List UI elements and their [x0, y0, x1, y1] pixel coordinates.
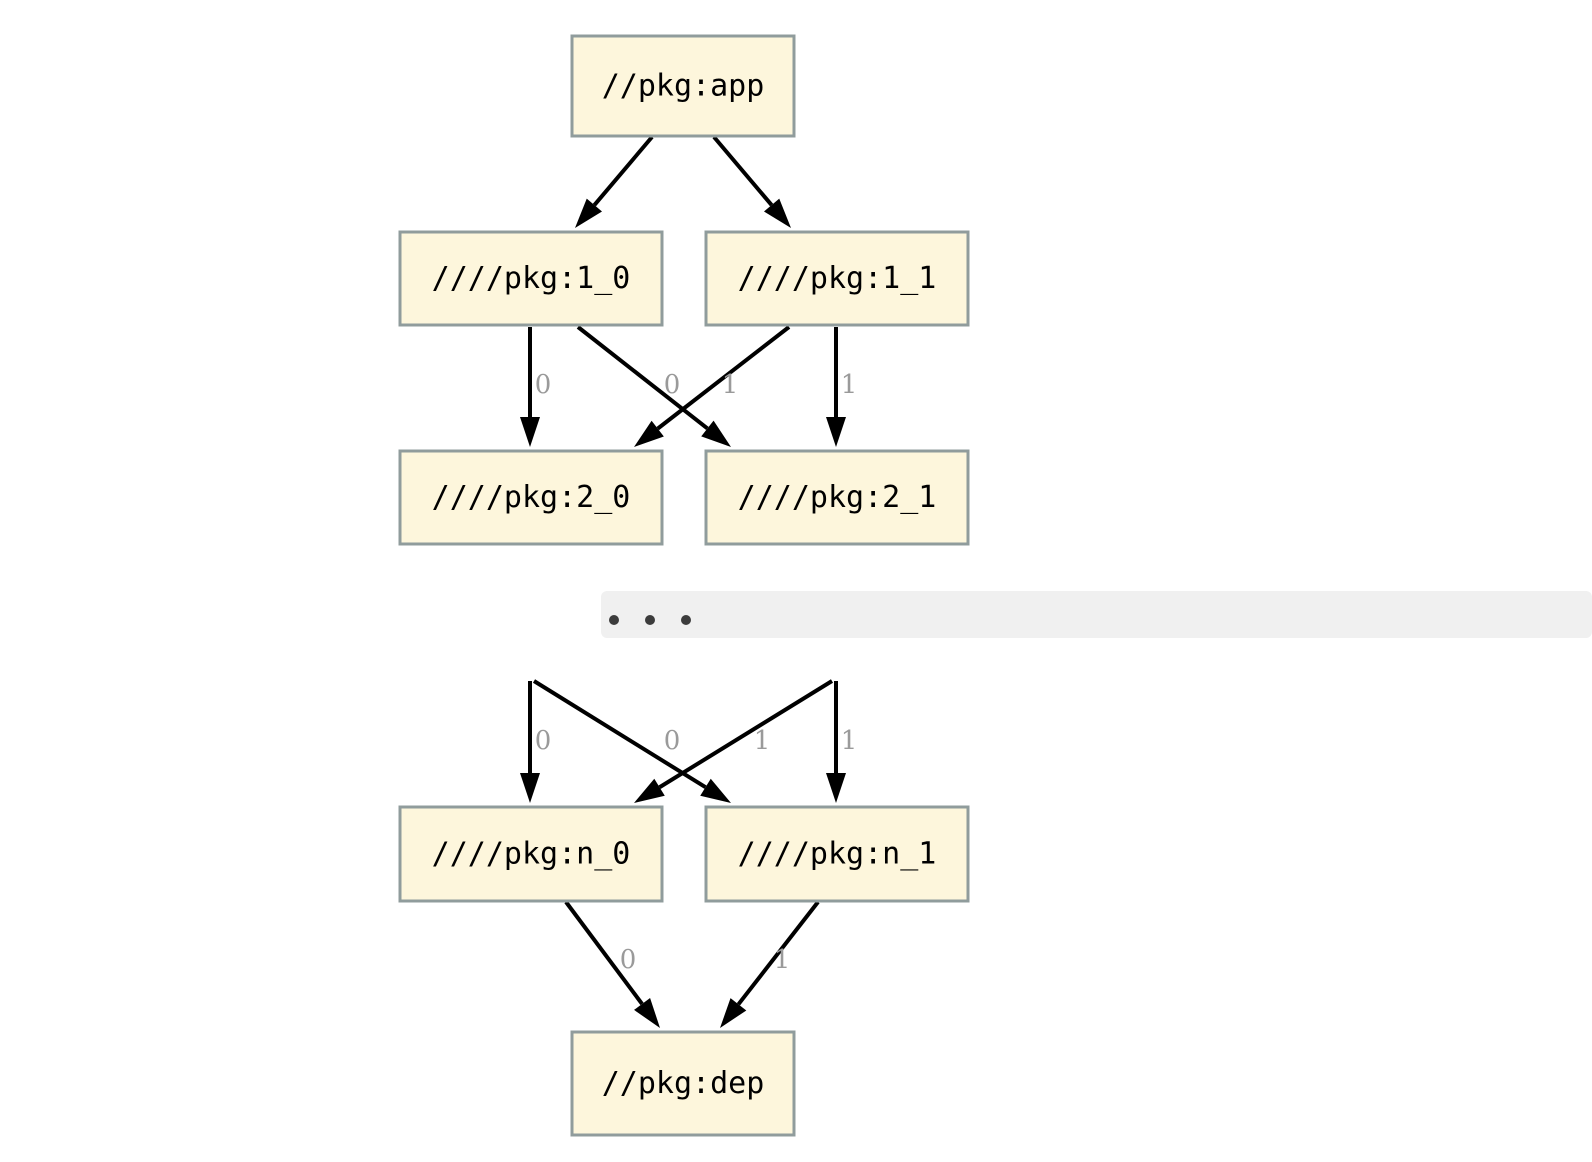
edge-label: 1	[754, 726, 771, 756]
node-box[interactable]	[398, 230, 664, 327]
node-box[interactable]	[704, 805, 970, 903]
edge-shaft	[532, 679, 707, 789]
edge-arrowhead	[826, 773, 846, 803]
node-label: ////pkg:1_0	[432, 261, 631, 296]
node-label: ////pkg:n_1	[738, 837, 937, 872]
node-label: ////pkg:2_0	[432, 480, 631, 515]
graph-edge: 1	[634, 325, 791, 447]
edge-label: 0	[535, 370, 552, 400]
edge-arrowhead	[634, 997, 660, 1028]
truncation-indicator	[601, 591, 1592, 638]
edge-label: 0	[535, 726, 552, 756]
graph-node-l1_1[interactable]: ////pkg:1_1	[704, 230, 970, 327]
edge-shaft	[736, 900, 820, 1006]
graph-edge: 0	[576, 325, 731, 447]
node-label: //pkg:dep	[602, 1066, 765, 1101]
ellipsis-band-layer	[601, 591, 1592, 638]
node-box[interactable]	[570, 34, 796, 138]
graph-edge: 1	[826, 681, 857, 803]
ellipsis-dot	[645, 615, 655, 625]
graph-node-l2_1[interactable]: ////pkg:2_1	[704, 449, 970, 546]
edge-label: 0	[664, 370, 681, 400]
edge-shaft	[564, 900, 644, 1006]
edge-label: 1	[841, 370, 858, 400]
node-box[interactable]	[570, 1030, 796, 1137]
graph-edge: 1	[720, 900, 820, 1028]
edge-arrowhead	[634, 778, 665, 803]
graph-edge	[712, 135, 791, 228]
graph-edge: 0	[520, 681, 551, 803]
edge-shaft	[712, 135, 774, 207]
node-box[interactable]	[704, 230, 970, 327]
edge-arrowhead	[634, 420, 664, 447]
graph-node-n_1[interactable]: ////pkg:n_1	[704, 805, 970, 903]
edges-layer: 0 0 1 1 0 0 1 1 0 1	[520, 135, 857, 1028]
graph-edge: 1	[826, 327, 857, 447]
edge-shaft	[592, 135, 654, 207]
edge-label: 1	[841, 726, 858, 756]
edge-arrowhead	[701, 420, 731, 447]
edge-label: 1	[774, 945, 791, 975]
graph-node-n_0[interactable]: ////pkg:n_0	[398, 805, 664, 903]
graph-edge: 0	[564, 900, 660, 1028]
node-label: ////pkg:2_1	[738, 480, 937, 515]
edge-arrowhead	[826, 417, 846, 447]
node-box[interactable]	[398, 449, 664, 546]
node-label: ////pkg:1_1	[738, 261, 937, 296]
graph-node-app[interactable]: //pkg:app	[570, 34, 796, 138]
edge-arrowhead	[763, 198, 791, 228]
graph-edge	[575, 135, 654, 228]
graph-node-dep[interactable]: //pkg:dep	[570, 1030, 796, 1137]
edge-label: 0	[664, 726, 681, 756]
edge-arrowhead	[700, 778, 731, 803]
node-box[interactable]	[398, 805, 664, 903]
edge-arrowhead	[520, 417, 540, 447]
graph-edge: 1	[634, 679, 834, 803]
node-box[interactable]	[704, 449, 970, 546]
edge-shaft	[658, 679, 834, 789]
edge-shaft	[576, 325, 709, 431]
ellipsis-band-background	[601, 591, 1592, 638]
edge-label: 1	[722, 370, 739, 400]
ellipsis-dot	[609, 615, 619, 625]
graph-edge: 0	[520, 327, 551, 447]
edge-arrowhead	[520, 773, 540, 803]
nodes-layer: //pkg:app ////pkg:1_0 ////pkg:1_1 ////pkg:2…	[398, 34, 970, 1137]
node-label: //pkg:app	[602, 69, 765, 104]
ellipsis-dot	[681, 615, 691, 625]
edge-arrowhead	[720, 998, 747, 1028]
graph-edge: 0	[532, 679, 731, 803]
edge-shaft	[656, 325, 791, 431]
edge-arrowhead	[575, 198, 603, 228]
node-label: ////pkg:n_0	[432, 837, 631, 872]
graph-node-l2_0[interactable]: ////pkg:2_0	[398, 449, 664, 546]
edge-label: 0	[620, 945, 637, 975]
graph-node-l1_0[interactable]: ////pkg:1_0	[398, 230, 664, 327]
